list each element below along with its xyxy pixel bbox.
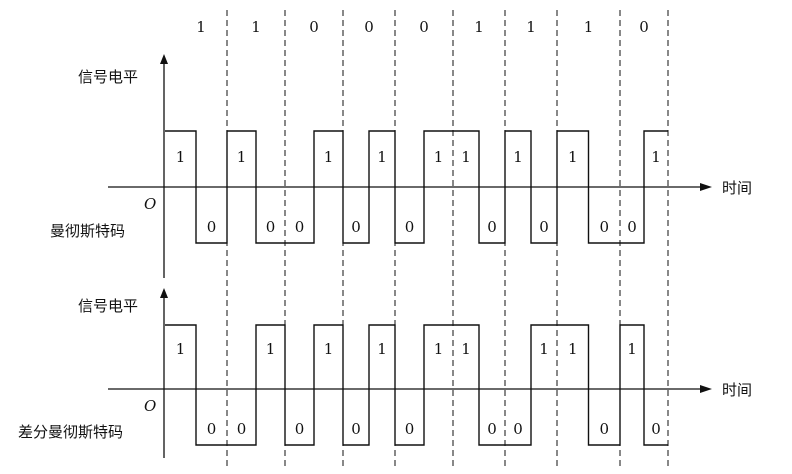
level-label: 1	[377, 340, 387, 358]
level-label: 1	[568, 340, 578, 358]
level-label: 1	[651, 148, 661, 166]
level-label: 1	[324, 148, 334, 166]
bit-label: 1	[196, 18, 206, 36]
encoding-name: 差分曼彻斯特码	[18, 423, 123, 441]
level-label: 1	[568, 148, 578, 166]
level-label: 1	[539, 340, 549, 358]
level-label: 1	[434, 340, 444, 358]
level-label: 0	[513, 420, 523, 438]
level-label: 0	[627, 218, 637, 236]
level-label: 1	[461, 340, 471, 358]
bit-sequence: 1 1 0 0 0 1 1 1 0	[196, 18, 649, 36]
level-label: 0	[599, 218, 609, 236]
level-label: 0	[266, 218, 276, 236]
level-label: 1	[324, 340, 334, 358]
level-label: 0	[487, 420, 497, 438]
level-label: 1	[377, 148, 387, 166]
level-label: 0	[405, 420, 415, 438]
level-label: 0	[295, 420, 305, 438]
level-label: 1	[176, 148, 186, 166]
level-label: 0	[207, 420, 217, 438]
x-axis-arrow-icon	[700, 385, 712, 393]
level-label: 1	[434, 148, 444, 166]
bit-label: 0	[639, 18, 649, 36]
bit-label: 1	[251, 18, 261, 36]
x-axis-label: 时间	[722, 179, 752, 197]
bit-label: 0	[419, 18, 429, 36]
signal-waveform	[165, 324, 668, 446]
bit-label: 0	[309, 18, 319, 36]
y-axis-arrow-icon	[160, 288, 168, 298]
bit-label: 0	[364, 18, 374, 36]
x-axis-label: 时间	[722, 381, 752, 399]
level-label: 0	[651, 420, 661, 438]
encoding-name: 曼彻斯特码	[50, 222, 125, 240]
level-label: 1	[176, 340, 186, 358]
level-label: 1	[513, 148, 523, 166]
level-label: 0	[599, 420, 609, 438]
level-label: 0	[351, 420, 361, 438]
level-label: 0	[351, 218, 361, 236]
level-label: 0	[487, 218, 497, 236]
y-axis-arrow-icon	[160, 54, 168, 64]
bit-boundaries	[226, 10, 669, 466]
level-label: 0	[237, 420, 247, 438]
level-label: 0	[405, 218, 415, 236]
level-label: 1	[627, 340, 637, 358]
y-axis-label: 信号电平	[78, 297, 138, 315]
signal-waveform	[165, 130, 668, 244]
level-label: 1	[237, 148, 247, 166]
level-label: 0	[207, 218, 217, 236]
level-label: 1	[266, 340, 276, 358]
y-axis-label: 信号电平	[78, 68, 138, 86]
bit-label: 1	[474, 18, 484, 36]
origin-label: O	[144, 195, 156, 213]
level-label: 1	[461, 148, 471, 166]
origin-label: O	[144, 397, 156, 415]
bit-label: 1	[526, 18, 536, 36]
level-label: 0	[539, 218, 549, 236]
level-label: 0	[295, 218, 305, 236]
bit-label: 1	[584, 18, 594, 36]
x-axis-arrow-icon	[700, 183, 712, 191]
